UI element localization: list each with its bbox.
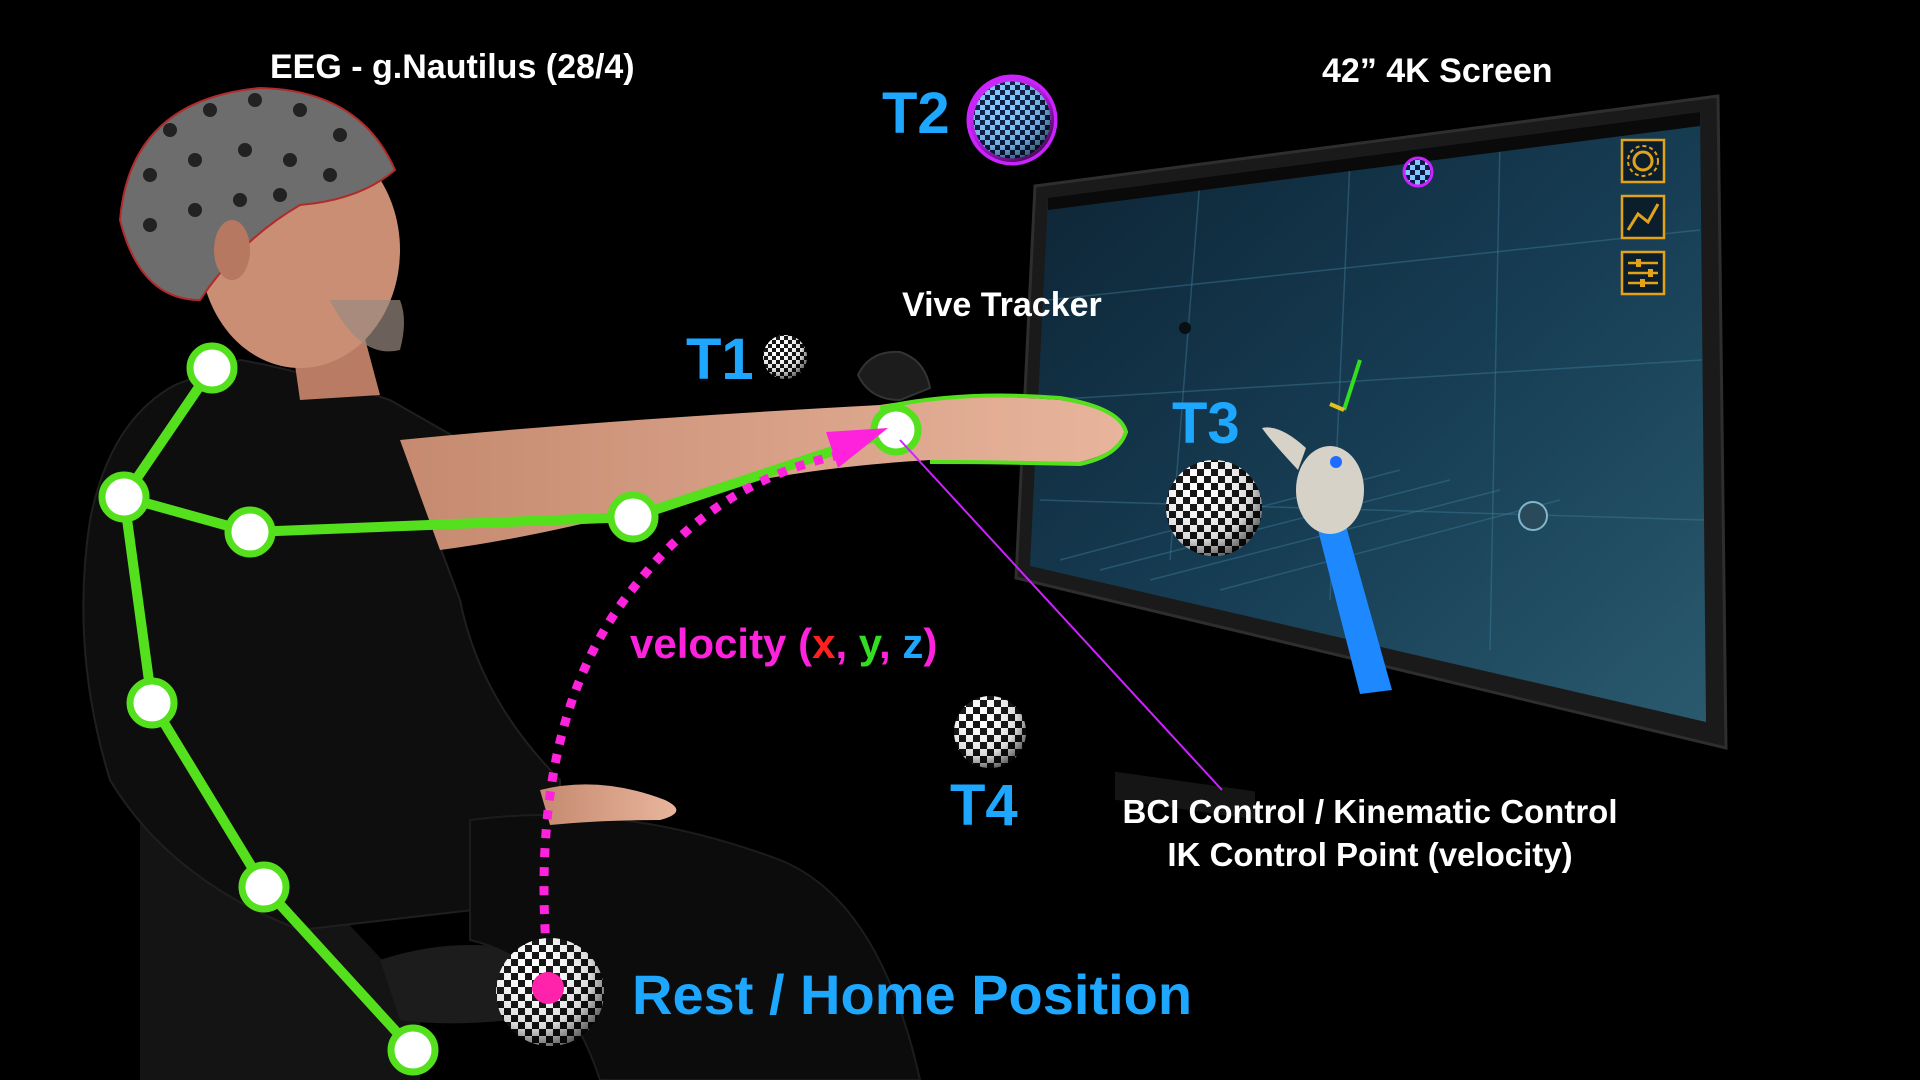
joint-elbow bbox=[607, 491, 659, 543]
beard bbox=[330, 300, 404, 352]
joint-shoulder-right bbox=[224, 506, 276, 558]
screen-app-titlebar bbox=[1048, 112, 1700, 210]
screen-target-t2-ring bbox=[1402, 156, 1434, 188]
bci-control-label: BCI Control / Kinematic Control IK Contr… bbox=[1110, 790, 1630, 876]
joint-head bbox=[186, 342, 238, 394]
resting-hand bbox=[540, 784, 677, 825]
bci-line-1: BCI Control / Kinematic Control bbox=[1122, 793, 1618, 830]
target-t3-label: T3 bbox=[1172, 391, 1240, 456]
target-t2-label: T2 bbox=[882, 81, 950, 146]
ik-joints bbox=[98, 342, 922, 1076]
virtual-control-point bbox=[1330, 456, 1342, 468]
monitor-stand bbox=[1115, 771, 1255, 820]
velocity-z: z bbox=[902, 620, 924, 667]
screen-target-right bbox=[1518, 501, 1548, 531]
joint-knee bbox=[387, 1024, 439, 1076]
target-t2 bbox=[966, 74, 1058, 166]
virtual-arm-beam bbox=[1318, 526, 1392, 694]
sliders-icon bbox=[1620, 250, 1666, 296]
eeg-label: EEG - g.Nautilus (28/4) bbox=[270, 48, 635, 86]
hand-tracker-outline bbox=[879, 393, 1129, 467]
target-t1-label: T1 bbox=[686, 327, 754, 392]
line-chart-icon bbox=[1620, 194, 1666, 240]
eeg-cap bbox=[118, 86, 397, 302]
velocity-prefix: velocity ( bbox=[630, 620, 813, 667]
bci-line-2: IK Control Point (velocity) bbox=[1167, 836, 1573, 873]
rest-home-label: Rest / Home Position bbox=[632, 963, 1193, 1026]
screen-ui-icons bbox=[1620, 138, 1666, 296]
target-rest-home bbox=[496, 938, 604, 1046]
velocity-arrowhead bbox=[826, 428, 888, 468]
target-t4 bbox=[954, 696, 1026, 768]
velocity-sep2: , bbox=[879, 620, 903, 667]
velocity-sep1: , bbox=[835, 620, 859, 667]
velocity-suffix: ) bbox=[923, 620, 938, 667]
settings-gear-icon bbox=[1620, 138, 1666, 184]
arm-chain bbox=[119, 425, 901, 537]
target-t4-label: T4 bbox=[950, 773, 1018, 838]
eeg-electrodes bbox=[143, 93, 347, 232]
monitor-screen bbox=[1030, 112, 1706, 722]
participant bbox=[82, 86, 1129, 1080]
vive-tracker-device bbox=[856, 350, 932, 402]
joint-shoulder-left bbox=[98, 471, 150, 523]
target-t1 bbox=[763, 335, 807, 379]
ear bbox=[214, 220, 250, 280]
joint-hip bbox=[238, 861, 290, 913]
bci-pointer-line bbox=[899, 439, 1223, 791]
target-t3 bbox=[1166, 460, 1262, 556]
velocity-y: y bbox=[858, 620, 880, 667]
velocity-arc bbox=[539, 450, 841, 991]
vive-tracker-label: Vive Tracker bbox=[902, 286, 1102, 324]
velocity-x: x bbox=[812, 620, 836, 667]
virtual-hand bbox=[1296, 446, 1364, 534]
rest-home-marker bbox=[532, 972, 564, 1004]
screen-label: 42” 4K Screen bbox=[1322, 52, 1553, 90]
screen-target-small bbox=[1179, 322, 1191, 334]
joint-spine bbox=[126, 677, 178, 729]
velocity-label: velocity (x, y, z) bbox=[630, 620, 937, 668]
virtual-fingers bbox=[1262, 427, 1306, 470]
monitor bbox=[1014, 94, 1728, 820]
virtual-axis-gizmo bbox=[1329, 359, 1362, 412]
